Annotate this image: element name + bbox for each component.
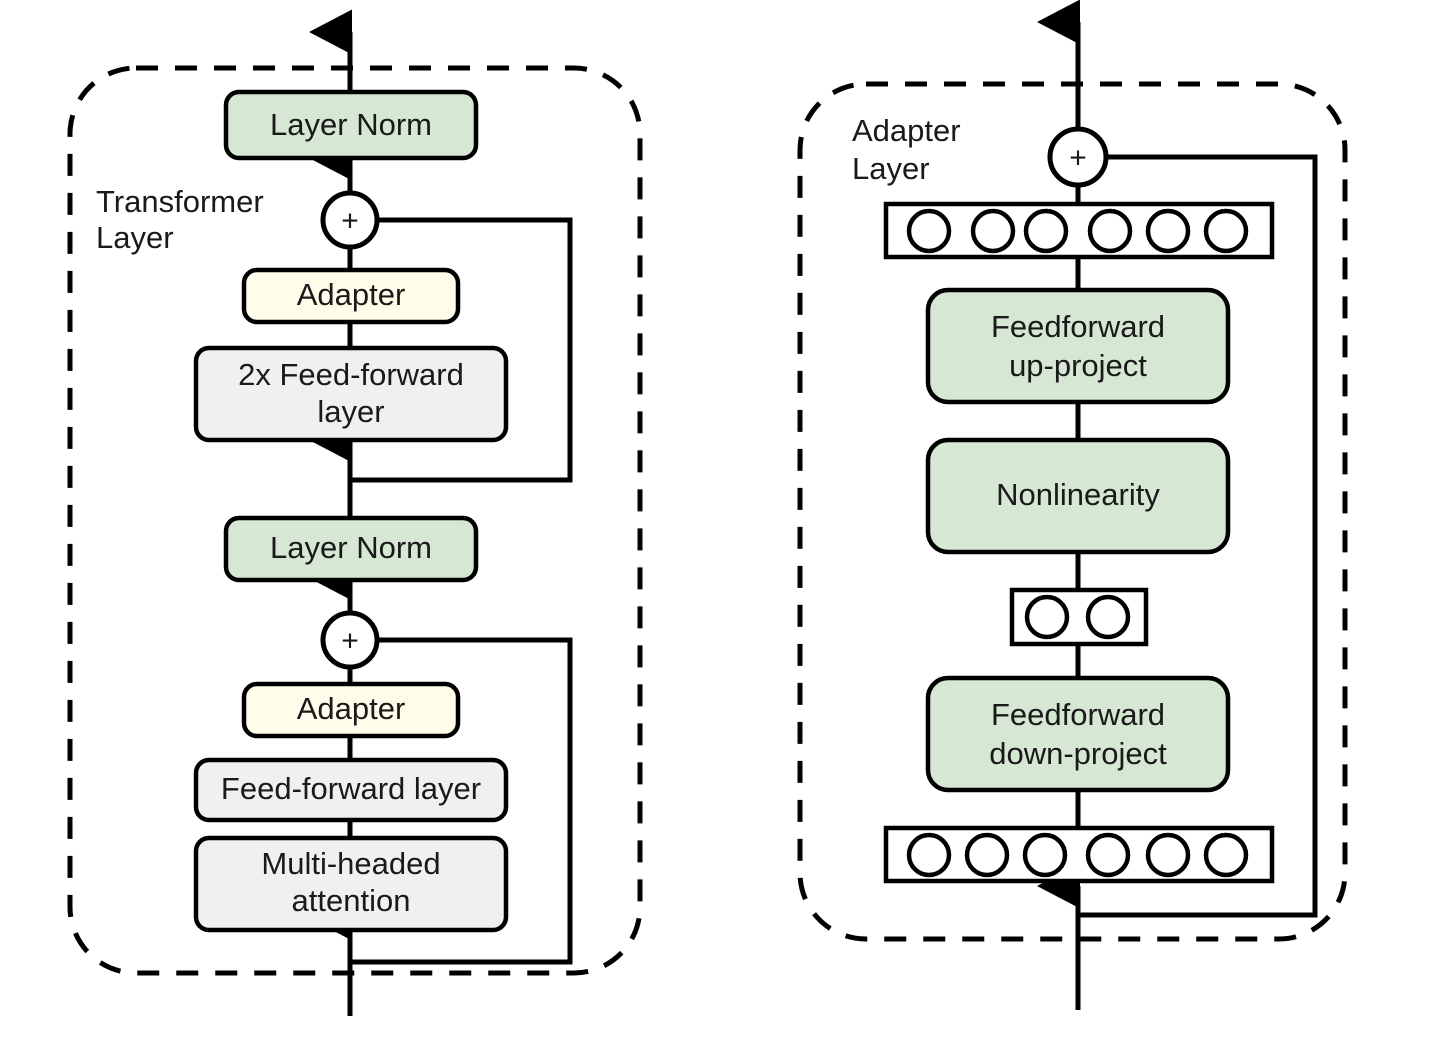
add-adapter-circle[interactable] [1047,126,1109,188]
add-bottom-label: + [341,625,359,658]
residual-adapter-skip [1078,154,1318,918]
neuron-bottom-5 [1145,832,1191,878]
neuron-bottom-6 [1203,832,1249,878]
node-layer-norm-top[interactable]: Layer Norm [223,89,479,161]
feed-forward-layer-rect[interactable] [193,757,509,823]
feed-forward-2x-rect[interactable] [193,345,509,443]
add-bottom-circle[interactable] [320,610,380,670]
node-feed-forward-layer[interactable]: Feed-forward layer [193,757,509,823]
neuron-top-2 [970,208,1016,254]
node-multi-headed-attention[interactable]: Multi-headed attention [193,835,509,933]
multi-headed-attention-rect[interactable] [193,835,509,933]
node-feedforward-down-project[interactable]: Feedforward down-project [925,675,1231,793]
neuron-top-4 [1087,208,1133,254]
adapter-layer-label-line1: Adapter [852,113,961,148]
neuron-top-3 [1023,208,1069,254]
residual-top-skip [350,217,573,483]
layer-norm-top-rect[interactable] [223,89,479,161]
transformer-layer-label-line2: Layer [96,220,174,255]
adapter-bottom-rect[interactable] [241,681,461,739]
node-adapter-top[interactable]: Adapter [241,267,461,325]
node-feed-forward-2x[interactable]: 2x Feed-forward layer [193,345,509,443]
node-neurons-bottleneck[interactable] [1009,587,1149,647]
adapter-layer-boundary [797,81,1348,942]
neuron-bottom-2 [964,832,1010,878]
left-panel-group: Transformer Layer Layer Norm [67,9,643,1016]
feedforward-up-project-rect[interactable] [925,287,1231,405]
adapter-top-rect[interactable] [241,267,461,325]
nonlinearity-rect[interactable] [925,437,1231,555]
node-add-adapter[interactable]: + [1047,126,1109,188]
neuron-bottleneck-2 [1085,594,1131,640]
neuron-bottom-3 [1022,832,1068,878]
add-top-circle[interactable] [320,190,380,250]
node-layer-norm-mid[interactable]: Layer Norm [223,515,479,583]
neuron-bottleneck-1 [1024,594,1070,640]
adapter-layer-label-line2: Layer [852,151,930,186]
neuron-top-5 [1145,208,1191,254]
node-adapter-bottom[interactable]: Adapter [241,681,461,739]
add-top-label: + [341,205,359,238]
neuron-top-1 [906,208,952,254]
neuron-bottom-4 [1085,832,1131,878]
residual-bottom-skip [350,637,573,965]
transformer-layer-boundary [67,65,643,976]
add-adapter-label: + [1069,142,1087,175]
transformer-layer-label-line1: Transformer [96,184,264,219]
node-feedforward-up-project[interactable]: Feedforward up-project [925,287,1231,405]
node-add-bottom[interactable]: + [320,610,380,670]
node-nonlinearity[interactable]: Nonlinearity [925,437,1231,555]
neuron-bottom-1 [906,832,952,878]
layer-norm-mid-rect[interactable] [223,515,479,583]
node-neurons-bottom[interactable] [883,825,1275,884]
neuron-top-6 [1203,208,1249,254]
right-panel-group: Adapter Layer + [797,0,1348,1010]
feedforward-down-project-rect[interactable] [925,675,1231,793]
node-neurons-top[interactable] [883,201,1275,260]
node-add-top[interactable]: + [320,190,380,250]
